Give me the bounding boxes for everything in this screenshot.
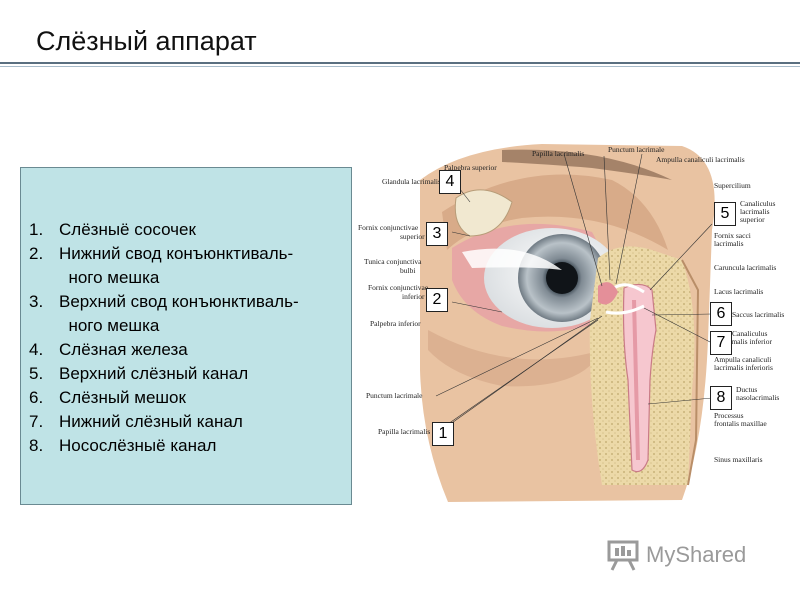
- leader-lines: [435, 153, 713, 431]
- legend-item: ного мешка: [29, 266, 299, 290]
- caruncula: [598, 282, 618, 305]
- label-ampulla-top: Ampulla canaliculi lacrimalis: [656, 155, 745, 164]
- label-fornix-sacci-1: Fornix sacci: [714, 231, 751, 240]
- legend-text: Верхний слёзный канал: [59, 364, 249, 383]
- label-ductus-1: Ductus: [736, 385, 757, 394]
- label-processus-1: Processus: [714, 411, 744, 420]
- legend-number: 8.: [29, 436, 44, 455]
- label-sinus-maxillaris: Sinus maxillaris: [714, 455, 763, 464]
- legend-number: 4.: [29, 340, 44, 359]
- upper-lid-shade: [442, 174, 668, 250]
- legend-item: 5. Верхний слёзный канал: [29, 362, 299, 386]
- nasolacrimal-duct-inner: [632, 299, 640, 461]
- label-palpebra-superior: Palpebra superior: [444, 163, 497, 172]
- legend-number: 7.: [29, 412, 44, 431]
- label-fornix-superior-2: superior: [400, 232, 425, 241]
- label-saccus: Saccus lacrimalis: [732, 310, 784, 319]
- label-punctum-lacrimale-top: Punctum lacrimale: [608, 145, 665, 154]
- lower-canaliculus: [605, 304, 645, 315]
- label-ampulla-inf-2: lacrimalis inferioris: [714, 363, 773, 372]
- anatomy-drawing: Papilla lacrimalis Punctum lacrimale Amp…: [358, 144, 784, 502]
- callout-7: 7: [710, 331, 732, 355]
- legend-text: ного мешка: [59, 316, 160, 335]
- label-papilla-lacrimalis-top: Papilla lacrimalis: [532, 149, 584, 158]
- presentation-logo-icon: [607, 540, 639, 571]
- legend-number: 2.: [29, 244, 44, 263]
- label-ampulla-inf-1: Ampulla canaliculi: [714, 355, 771, 364]
- legend-list: 1. Слёзныё сосочек 2. Нижний свод конъюнкт…: [29, 218, 299, 458]
- legend-text: Слёзная железа: [59, 340, 188, 359]
- eyebrow: [502, 149, 672, 180]
- label-canaliculus-inf-2: lacrimalis inferior: [718, 337, 772, 346]
- label-canaliculus-inf-1: Canaliculus: [732, 329, 767, 338]
- label-fornix-inferior-2: inferior: [402, 292, 425, 301]
- watermark-text: MyShared: [646, 542, 747, 567]
- legend-number: 3.: [29, 292, 44, 311]
- label-tunica-1: Tunica conjunctiva: [364, 257, 422, 266]
- lacrimal-apparatus-illustration: Papilla lacrimalis Punctum lacrimale Amp…: [352, 140, 792, 505]
- legend-text: Верхний свод конъюнктиваль-: [59, 292, 299, 311]
- label-tunica-2: bulbi: [400, 266, 415, 275]
- upper-canaliculus: [613, 283, 645, 294]
- legend-text: Слёзныё сосочек: [59, 220, 196, 239]
- legend-text: Носослёзныё канал: [59, 436, 217, 455]
- legend-number: 5.: [29, 364, 44, 383]
- legend-panel: 1. Слёзныё сосочек 2. Нижний свод конъюнкт…: [20, 167, 352, 505]
- legend-item: 1. Слёзныё сосочек: [29, 218, 299, 242]
- label-processus-2: frontalis maxillae: [714, 419, 767, 428]
- label-fornix-sacci-2: lacrimalis: [714, 239, 744, 248]
- label-canaliculus-2: lacrimalis: [740, 207, 770, 216]
- callout-8: 8: [710, 386, 732, 410]
- legend-item: 2. Нижний свод конъюнктиваль-: [29, 242, 299, 266]
- legend-number: [29, 266, 59, 290]
- callout-1: 1: [432, 422, 454, 446]
- label-fornix-superior-1: Fornix conjunctivae: [358, 223, 419, 232]
- label-punctum-lacrimale-bottom: Punctum lacrimale: [366, 391, 423, 400]
- label-canaliculus-1: Canaliculus: [740, 199, 775, 208]
- label-supercilium: Supercilium: [714, 181, 751, 190]
- label-fornix-inferior-1: Fornix conjunctivae: [368, 283, 429, 292]
- label-caruncula: Caruncula lacrimalis: [714, 263, 776, 272]
- legend-text: ного мешка: [59, 268, 160, 287]
- legend-item: 6. Слёзный мешок: [29, 386, 299, 410]
- callout-4: 4: [439, 170, 461, 194]
- callout-3: 3: [426, 222, 448, 246]
- legend-item: 8. Носослёзныё канал: [29, 434, 299, 458]
- label-ductus-2: nasolacrimalis: [736, 393, 779, 402]
- legend-item: 7. Нижний слёзный канал: [29, 410, 299, 434]
- label-canaliculus-3: superior: [740, 215, 765, 224]
- label-lacus: Lacus lacrimalis: [714, 287, 763, 296]
- page-title: Слёзный аппарат: [36, 26, 257, 56]
- legend-number: 6.: [29, 388, 44, 407]
- callout-6: 6: [710, 302, 732, 326]
- legend-text: Слёзный мешок: [59, 388, 186, 407]
- watermark: MyShared: [606, 538, 746, 572]
- lacrimal-sac: [622, 283, 657, 473]
- label-glandula-lacrimalis: Glandula lacrimalis: [382, 177, 441, 186]
- bone-edge-highlight: [681, 259, 700, 486]
- label-palpebra-inferior: Palpebra inferior: [370, 319, 421, 328]
- legend-number: [29, 314, 59, 338]
- pupil: [546, 262, 578, 294]
- label-papilla-lacrimalis-bottom: Papilla lacrimalis: [378, 427, 430, 436]
- eye-highlight: [462, 248, 562, 270]
- legend-text: Нижний слёзный канал: [59, 412, 243, 431]
- legend-item: ного мешка: [29, 314, 299, 338]
- legend-text: Нижний свод конъюнктиваль-: [59, 244, 294, 263]
- callout-2: 2: [426, 288, 448, 312]
- legend-item: 3. Верхний свод конъюнктиваль-: [29, 290, 299, 314]
- legend-number: 1.: [29, 220, 44, 239]
- callout-5: 5: [714, 202, 736, 226]
- legend-item: 4. Слёзная железа: [29, 338, 299, 362]
- title-divider: [0, 62, 800, 64]
- title-divider-light: [0, 66, 800, 67]
